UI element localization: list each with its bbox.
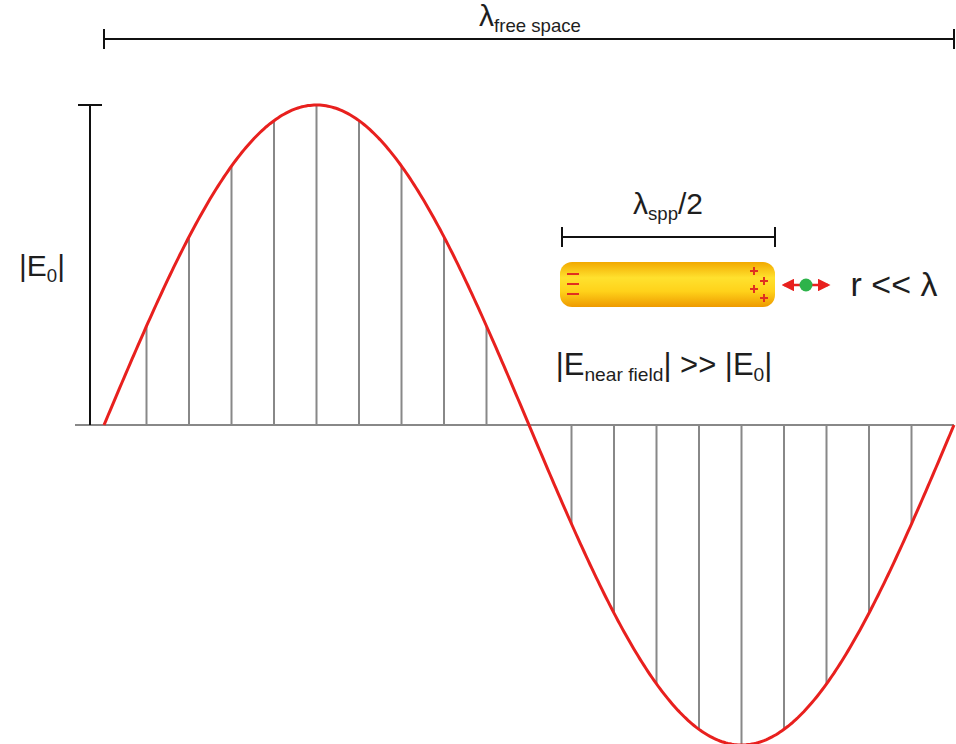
hatch-line [698,425,700,729]
hatch-line [783,425,785,729]
sine-wave [104,105,954,744]
subscript-text: near field [584,364,663,385]
spp-bracket [562,227,775,247]
label-text: r << λ [851,265,938,303]
amplitude-label: |E0| [19,251,65,281]
hatch-line [571,425,573,524]
subscript-text: 0 [47,265,57,286]
label-text: | >> |E [663,347,753,382]
hatch-line [613,425,615,613]
gold-nanorod [560,262,775,307]
hatch-line [316,105,318,425]
field-enhancement-label: |Enear field| >> |E0| [556,349,773,380]
hatch-line [401,166,403,425]
hatch-line [273,121,275,425]
subscript-text: free space [494,15,581,36]
hatch-line [231,166,233,425]
distance-label: r << λ [851,267,938,301]
hatch-line [741,425,743,744]
hatch-line [486,326,488,425]
hatch-line [358,121,360,425]
label-text: | [764,347,772,382]
hatch-line [911,425,913,524]
hatch-line [868,425,870,613]
wavelength-label: λfree space [479,1,581,31]
hatch-line [146,326,148,425]
label-text: | [57,249,65,282]
axis-line [75,424,954,426]
emitter-dot [800,279,813,292]
charge-symbols [567,267,768,302]
hatch-line [826,425,828,684]
label-text: |E [19,249,47,282]
hatch-line [443,237,445,425]
amplitude-bracket [78,105,102,425]
label-text: λ [633,187,648,220]
hatch-line [656,425,658,684]
spp-length-label: λspp/2 [633,189,703,219]
label-text: /2 [678,187,703,220]
subscript-text: 0 [754,364,765,385]
hatch-line [188,237,190,425]
label-text: λ [479,0,494,32]
label-text: |E [556,347,585,382]
subscript-text: spp [648,203,678,224]
